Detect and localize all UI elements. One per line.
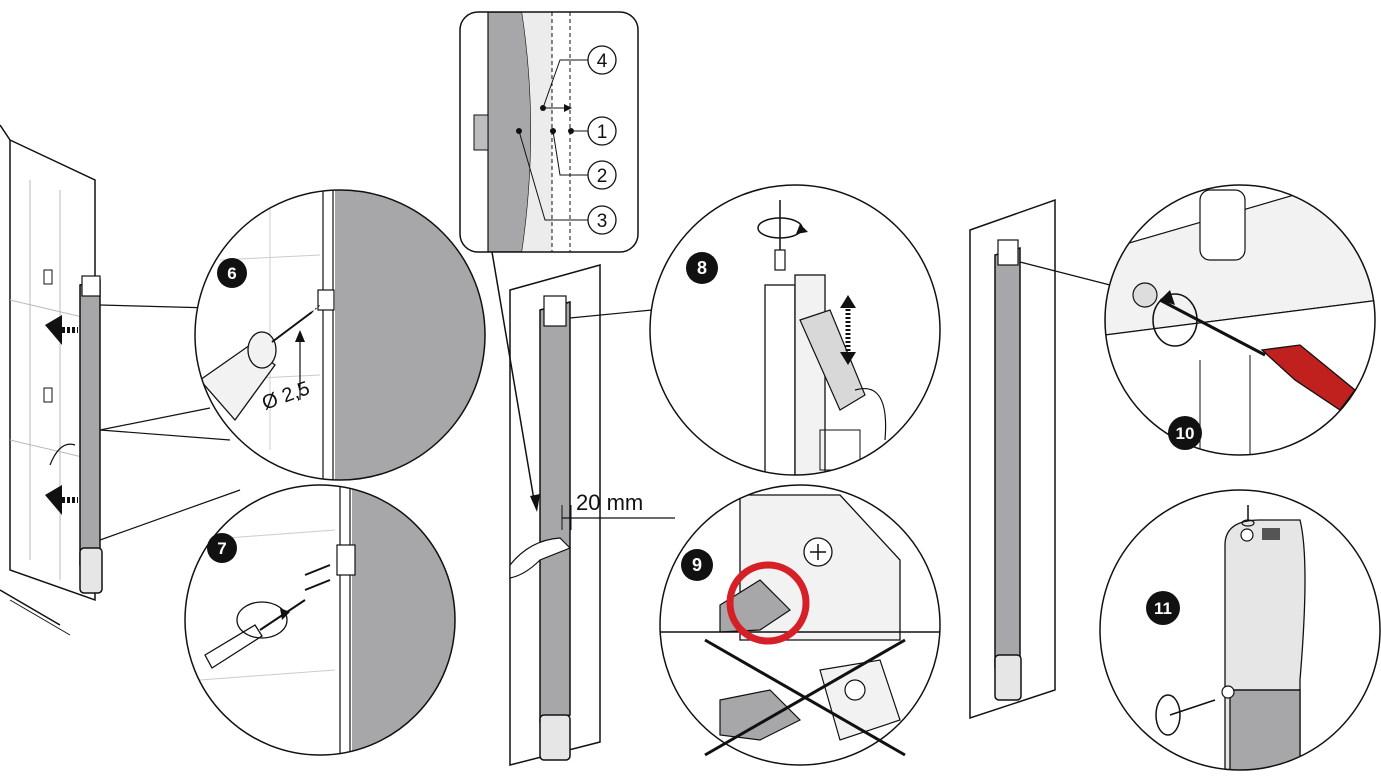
step-number-11: 11 (1154, 599, 1172, 618)
screwdriver-icon (1159, 298, 1356, 411)
step-badge (1146, 591, 1180, 625)
left-wall-scene (0, 124, 103, 636)
leader-line (569, 309, 653, 319)
leader-lines-left (99, 304, 241, 541)
rotate-arrow-icon (236, 601, 290, 639)
center-column-scene: 20 mm (491, 251, 675, 766)
step-badge (207, 533, 237, 563)
step-number-7: 7 (217, 539, 226, 558)
detail-circle-10: 10 (1104, 184, 1376, 456)
step-badge (1168, 416, 1202, 450)
step-badge (217, 258, 247, 288)
leader-line (1019, 261, 1111, 286)
step-badge (686, 252, 718, 284)
step-number-10: 10 (1176, 424, 1195, 443)
detail-circle-7: 7 (184, 484, 456, 756)
callout-1: 1 (597, 122, 608, 143)
detail-circle-11: 11 (1099, 489, 1381, 771)
rotate-arrow-icon (1152, 290, 1198, 347)
detail-circle-8: 8 (649, 184, 941, 476)
detail-circle-9: 9 (659, 484, 941, 766)
warning-circle-icon (726, 561, 810, 645)
push-arrow-icon (45, 315, 78, 345)
callout-3: 3 (597, 211, 608, 232)
drill-icon (199, 304, 321, 422)
up-down-arrow-icon (840, 295, 856, 365)
callout-4: 4 (597, 51, 608, 72)
step-number-9: 9 (692, 555, 702, 575)
callout-2: 2 (597, 166, 608, 187)
screw-icon (1241, 505, 1255, 527)
rotate-arrow-icon (1155, 694, 1181, 736)
step-number-6: 6 (227, 264, 236, 283)
push-arrow-icon (45, 485, 78, 515)
step-badge (681, 549, 713, 581)
detail-circle-6: 6 Ø 2,5 (194, 189, 486, 481)
profile-inset: 4 1 2 3 (459, 11, 639, 253)
wrong-cross-icon (704, 638, 906, 757)
gap-dimension-label: 20 mm (576, 490, 643, 515)
right-column-scene (969, 198, 1056, 720)
step-number-8: 8 (697, 258, 707, 278)
rotate-arrow-icon (757, 217, 808, 239)
